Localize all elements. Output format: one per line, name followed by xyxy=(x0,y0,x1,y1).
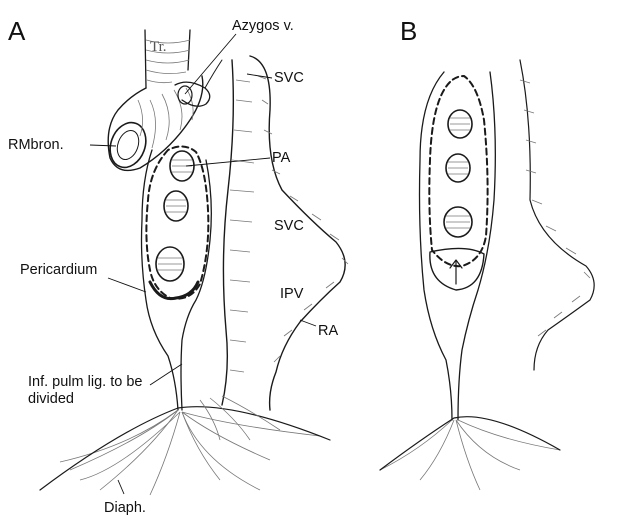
svc-top-label: SVC xyxy=(274,70,304,87)
ligament-diaphragm-drawing xyxy=(40,396,330,495)
diaphragm-label: Diaph. xyxy=(104,500,146,517)
rm-bronchus-label: RMbron. xyxy=(8,137,64,154)
ra-label: RA xyxy=(318,323,338,340)
ipv-label: IPV xyxy=(280,286,303,303)
panel-letter-b: B xyxy=(400,18,417,44)
azygos-label: Azygos v. xyxy=(232,18,294,35)
hilum-drawing xyxy=(142,146,212,410)
pa-label: PA xyxy=(272,150,290,167)
pericardium-label: Pericardium xyxy=(20,262,97,279)
panel-letter-a: A xyxy=(8,18,25,44)
trachea-label: Tr. xyxy=(150,38,167,56)
inf-pulm-lig-label: Inf. pulm lig. to be divided xyxy=(28,374,168,409)
azygos-drawing xyxy=(175,60,222,106)
panel-b-drawing xyxy=(380,60,594,490)
svc-mid-label: SVC xyxy=(274,218,304,235)
